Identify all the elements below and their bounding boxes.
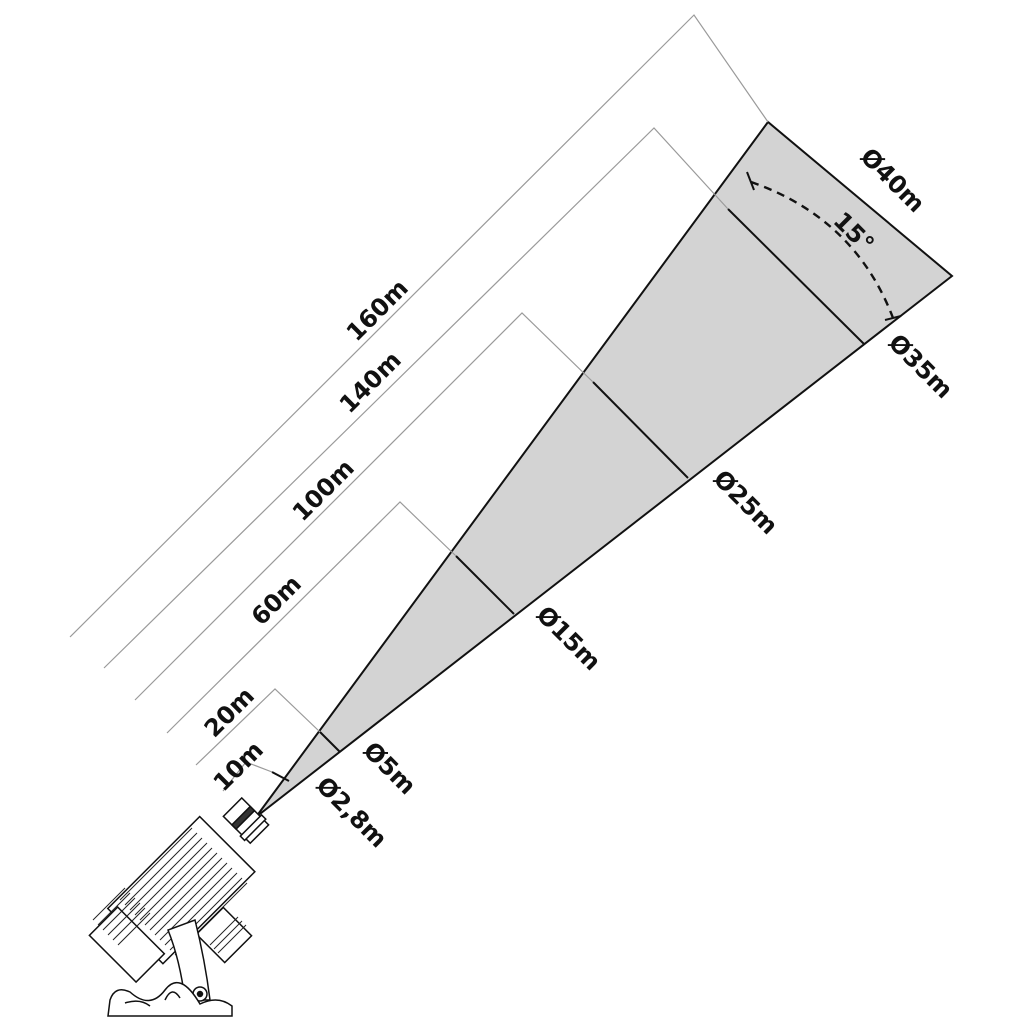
dim-line-140m: [103, 127, 729, 669]
angle-tick-left: [746, 171, 755, 191]
cross-section-100m: [592, 381, 689, 479]
diameter-label-5m: Ø5m: [358, 736, 422, 800]
distance-dimension-lines: [69, 14, 769, 792]
cross-section-20m: [319, 731, 341, 753]
distance-label-100m: 100m: [287, 454, 360, 527]
dim-line-20m: [195, 688, 321, 766]
distance-label-160m: 160m: [341, 274, 414, 347]
dim-line-10m: [222, 761, 273, 792]
cross-section-140m: [727, 208, 865, 345]
distance-label-140m: 140m: [334, 346, 407, 419]
distance-label-60m: 60m: [246, 570, 307, 631]
diameter-label-25m: Ø25m: [708, 465, 784, 541]
beam-cross-sections: [271, 208, 865, 782]
angle-tick-right: [884, 315, 902, 321]
dim-line-60m: [166, 501, 457, 734]
diameter-label-15m: Ø15m: [531, 601, 607, 677]
projector-icon: [88, 796, 270, 1017]
diameter-label-2-8m: Ø2,8m: [311, 771, 393, 853]
diameter-label-35m: Ø35m: [883, 329, 959, 405]
cross-section-10m: [271, 771, 290, 782]
beam-angle-arc: [750, 180, 895, 319]
beam-cone: [255, 120, 954, 818]
dim-line-160m: [69, 14, 769, 638]
dim-line-100m: [134, 312, 594, 701]
cross-section-60m: [455, 555, 515, 615]
